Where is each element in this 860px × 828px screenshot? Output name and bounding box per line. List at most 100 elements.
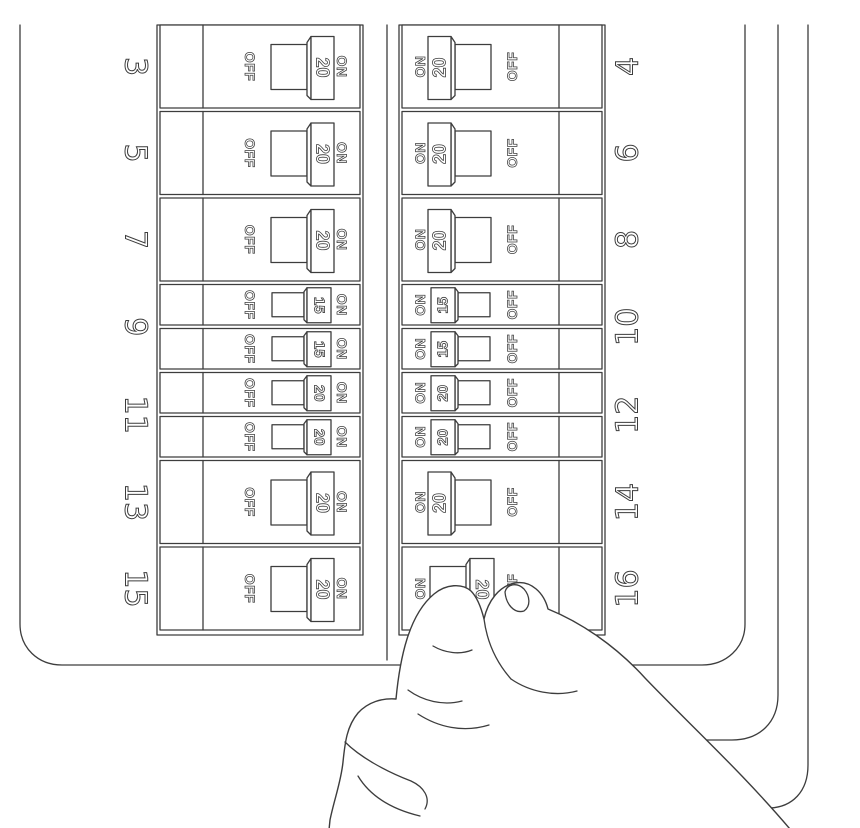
breaker-11-1: OFF ON 20 [159,371,361,414]
handle-base [270,216,308,264]
handle-base [454,216,492,264]
handle-base [457,336,491,362]
off-label: OFF [504,225,520,255]
panel-enclosure [19,24,809,809]
finger-separation-line [483,618,512,680]
amp-rating: 20 [430,493,450,513]
off-label: OFF [504,290,520,320]
on-label: ON [412,56,428,78]
handle-base [457,380,491,406]
breaker-handle: 15 [430,331,491,368]
handle-base [271,424,305,450]
off-label: OFF [504,487,520,517]
handle-toggle [310,208,335,274]
circuit-number: 6 [611,143,646,162]
on-label: ON [412,338,428,360]
off-label: OFF [242,574,258,604]
off-label: OFF [504,52,520,82]
handle-toggle [427,471,452,536]
amp-rating: 20 [313,230,333,250]
on-label: ON [334,294,350,316]
knuckle-line [407,689,463,704]
handle-toggle [427,35,452,101]
index-finger-crease [432,645,473,654]
on-label: ON [412,426,428,448]
fingernail [504,584,530,613]
handle-base [271,292,305,318]
handle-toggle [310,122,335,187]
handle-base [454,479,492,526]
on-label: ON [334,382,350,404]
circuit-number: 7 [118,230,153,249]
breaker-handle: 15 [430,287,491,324]
breaker-handle: 20 [430,375,491,412]
breaker-handle: 15 [271,331,332,368]
amp-rating: 20 [311,385,328,402]
circuit-number: 14 [611,483,646,521]
handle-base [271,336,305,362]
amp-rating: 15 [311,341,328,358]
circuit-number: 8 [611,230,646,249]
curled-finger-line [417,713,490,730]
handle-toggle [306,419,332,456]
amp-rating: 20 [311,429,328,446]
amp-rating: 15 [435,341,452,358]
amp-rating: 20 [435,385,452,402]
amp-rating: 20 [430,230,450,250]
handle-toggle [427,208,452,274]
handle-base [457,292,491,318]
handle-toggle [430,331,456,368]
amp-rating: 20 [435,429,452,446]
handle-toggle [310,471,335,536]
handle-base [271,380,305,406]
breaker-handle: 20 [271,419,332,456]
on-label: ON [334,56,350,78]
circuit-number: 16 [611,569,646,607]
breaker-handle: 20 [430,419,491,456]
breaker-handle: 20 [270,557,335,623]
hand-outline [328,581,790,828]
on-label: ON [412,578,428,600]
handle-base [270,130,308,177]
breaker-12-2: OFF ON 20 [401,415,603,458]
on-label: ON [412,229,428,251]
amp-rating: 15 [311,297,328,314]
circuit-number: 15 [118,569,153,607]
on-label: ON [412,294,428,316]
handle-toggle [430,375,456,412]
circuit-number: 12 [611,396,646,434]
breaker-handle: 20 [427,208,492,274]
on-label: ON [412,142,428,164]
thumb-line [344,741,428,810]
breaker-handle: 20 [271,375,332,412]
on-label: ON [334,229,350,251]
panel-outline [19,24,746,666]
handle-base [454,43,492,91]
off-label: OFF [504,422,520,452]
circuit-number: 9 [118,317,153,336]
off-label: OFF [242,378,258,408]
off-label: OFF [504,138,520,168]
handle-base [270,565,308,613]
handle-base [457,424,491,450]
on-label: ON [334,142,350,164]
amp-rating: 20 [430,57,450,77]
